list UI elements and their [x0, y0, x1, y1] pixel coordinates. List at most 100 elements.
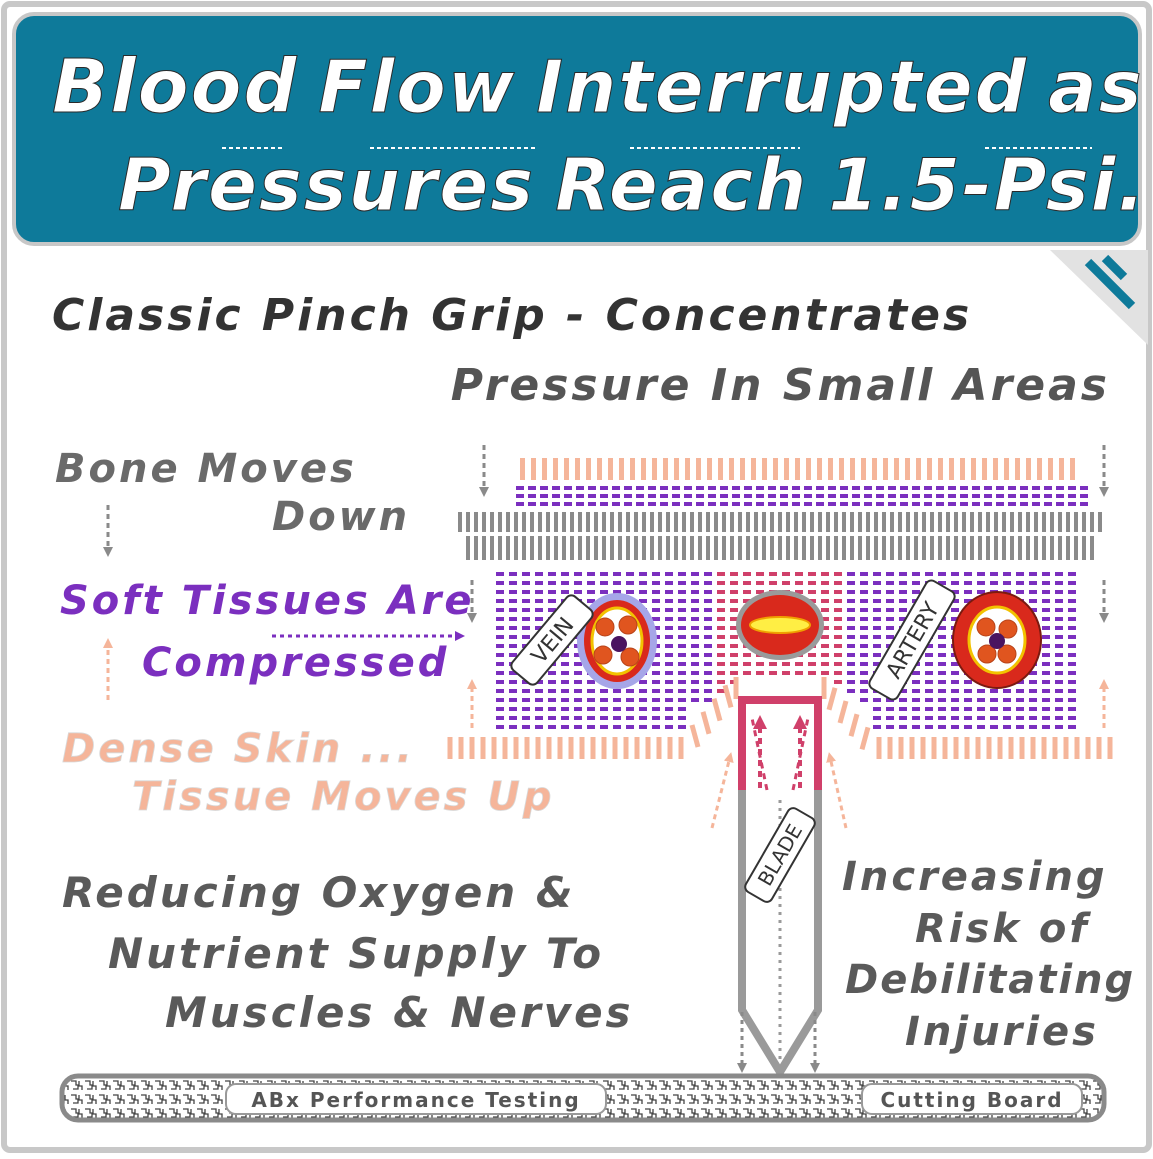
tissue-dash: [804, 486, 812, 490]
tissue-dash: [730, 608, 738, 612]
tissue-dash: [912, 494, 920, 498]
tissue-dash: [574, 581, 582, 585]
bone-moves-label: Bone Moves: [55, 446, 357, 492]
tissue-dash: [522, 689, 530, 693]
tissue-dash: [977, 716, 985, 720]
tissue-dash: [964, 689, 972, 693]
bone-fiber: [666, 536, 670, 560]
bone-fiber: [706, 512, 710, 532]
tissue-dash: [768, 502, 776, 506]
tissue-dash: [509, 608, 517, 612]
bone-fiber: [1010, 512, 1014, 532]
tissue-dash: [990, 581, 998, 585]
bone-fiber: [906, 536, 910, 560]
tissue-dash: [828, 486, 836, 490]
skin-fiber: [773, 458, 778, 480]
tissue-dash: [899, 608, 907, 612]
reducing-oxygen-line-2: Nutrient Supply To: [108, 929, 604, 978]
tissue-dash: [496, 689, 504, 693]
tissue-dash: [600, 486, 608, 490]
bone-fiber: [826, 536, 830, 560]
tissue-dash: [691, 689, 699, 693]
bone-fiber: [554, 536, 558, 560]
bone-fiber: [650, 536, 654, 560]
tissue-dash: [613, 581, 621, 585]
tissue-dash: [678, 725, 686, 729]
tissue-dash: [678, 626, 686, 630]
bone-fiber: [498, 512, 502, 532]
tissue-dash: [665, 635, 673, 639]
tissue-dash: [964, 716, 972, 720]
skin-fiber: [718, 458, 723, 480]
tissue-dash: [691, 680, 699, 684]
tissue-dash: [1042, 644, 1050, 648]
board-label-right-bg: [861, 1083, 1083, 1115]
bone-fiber: [770, 512, 774, 532]
tissue-dash: [704, 662, 712, 666]
bone-fiber: [914, 512, 918, 532]
tissue-dash: [1055, 716, 1063, 720]
tissue-dash: [704, 680, 712, 684]
tissue-dash: [652, 698, 660, 702]
tissue-dash: [852, 486, 860, 490]
tissue-dash: [672, 494, 680, 498]
tissue-dash: [564, 494, 572, 498]
tissue-dash: [795, 671, 803, 675]
tissue-dash: [587, 689, 595, 693]
tissue-dash: [1042, 716, 1050, 720]
tissue-dash: [626, 716, 634, 720]
increasing-risk-line-3: Debilitating: [845, 957, 1135, 1003]
tissue-dash: [678, 608, 686, 612]
tissue-dash: [834, 599, 842, 603]
bone-fiber: [602, 536, 606, 560]
skin-fiber: [696, 458, 701, 480]
bone-fiber: [506, 512, 510, 532]
bone-fiber: [570, 512, 574, 532]
bone-fiber: [746, 512, 750, 532]
tissue-dash: [613, 716, 621, 720]
tissue-dash: [876, 494, 884, 498]
tissue-dash: [860, 617, 868, 621]
tissue-dash: [678, 644, 686, 648]
tissue-dash: [496, 680, 504, 684]
bone-fiber: [778, 536, 782, 560]
tissue-dash: [626, 572, 634, 576]
tissue-dash: [834, 590, 842, 594]
tissue-dash: [743, 572, 751, 576]
tissue-dash: [977, 581, 985, 585]
tissue-dash: [522, 617, 530, 621]
tissue-dash: [938, 716, 946, 720]
bone-fiber: [466, 512, 470, 532]
tissue-dash: [704, 689, 712, 693]
tissue-dash: [600, 689, 608, 693]
skin-fiber: [1070, 458, 1075, 480]
bone-fiber: [802, 536, 806, 560]
tissue-dash: [938, 653, 946, 657]
tissue-dash: [888, 494, 896, 498]
bone-fiber: [1042, 536, 1046, 560]
tissue-dash: [588, 494, 596, 498]
tissue-dash: [1080, 486, 1088, 490]
tissue-dash: [717, 617, 725, 621]
tissue-dash: [1068, 502, 1076, 506]
bone-fiber: [1018, 536, 1022, 560]
tissue-dash: [535, 680, 543, 684]
bone-fiber: [722, 536, 726, 560]
bone-fiber: [1082, 512, 1086, 532]
tissue-dash: [1029, 680, 1037, 684]
skin-fiber: [828, 458, 833, 480]
bone-fiber: [962, 512, 966, 532]
tissue-dash: [540, 502, 548, 506]
skin-fiber: [586, 458, 591, 480]
skin-fiber: [520, 458, 525, 480]
bone-fiber: [970, 512, 974, 532]
tissue-dash: [821, 581, 829, 585]
tissue-dash: [886, 617, 894, 621]
increasing-risk-line-4: Injuries: [905, 1009, 1099, 1055]
tissue-dash: [899, 698, 907, 702]
bone-fiber: [970, 536, 974, 560]
tissue-dash: [769, 671, 777, 675]
tissue-dash: [684, 486, 692, 490]
tissue-dash: [522, 707, 530, 711]
bone-fiber: [1074, 512, 1078, 532]
